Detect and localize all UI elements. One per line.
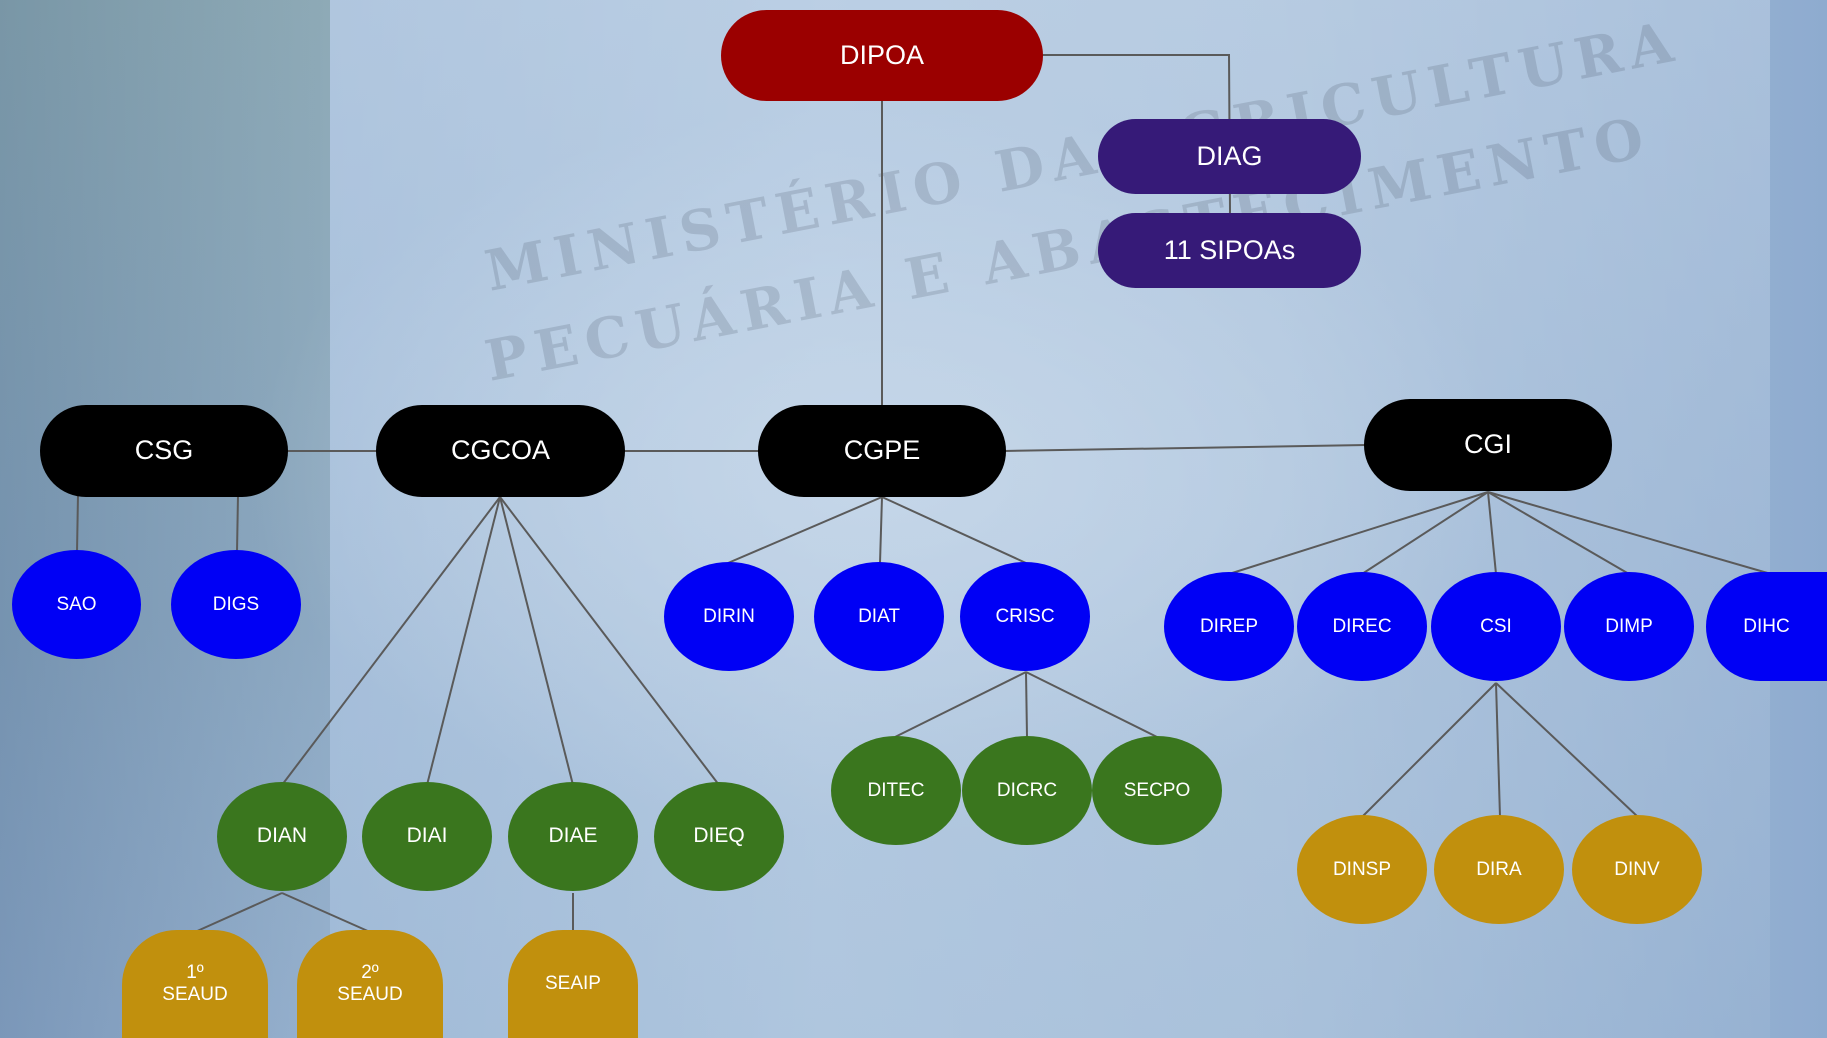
node-secpo: SECPO: [1092, 736, 1222, 845]
connector-cgi-direc: [1361, 491, 1489, 575]
node-crisc: CRISC: [960, 562, 1090, 671]
node-dihc: DIHC: [1706, 572, 1827, 681]
connector-cgi-dihc: [1487, 491, 1772, 575]
node-dicrc: DICRC: [962, 736, 1092, 845]
node-diag: DIAG: [1098, 119, 1361, 194]
node-csi: CSI: [1431, 572, 1561, 681]
node-seaud-1: 1º SEAUD: [122, 930, 268, 1038]
node-dinsp: DINSP: [1297, 815, 1427, 924]
node-direp: DIREP: [1164, 572, 1294, 681]
connector-cgi-direp: [1228, 491, 1489, 575]
connector-cgi-dimp: [1487, 491, 1630, 575]
connector-crisc-dicrc: [1025, 671, 1028, 738]
connector-cgcoa-diai: [426, 496, 501, 786]
node-seaip: SEAIP: [508, 930, 638, 1038]
node-dipoa: DIPOA: [721, 10, 1043, 101]
node-direc: DIREC: [1297, 572, 1427, 681]
connector-crisc-secpo: [1025, 671, 1158, 738]
node-digs: DIGS: [171, 550, 301, 659]
node-cgi: CGI: [1364, 399, 1612, 491]
node-csg: CSG: [40, 405, 288, 497]
node-ditec: DITEC: [831, 736, 961, 845]
connector-csg-digs: [236, 494, 239, 553]
connector-cgpe-crisc: [881, 496, 1027, 564]
connector-dian-seaud2: [281, 892, 371, 933]
connector-crisc-ditec: [894, 671, 1027, 738]
node-dira: DIRA: [1434, 815, 1564, 924]
node-sao: SAO: [12, 550, 141, 659]
connector-dian-seaud1: [194, 892, 283, 933]
node-dieq: DIEQ: [654, 782, 784, 891]
node-cgcoa: CGCOA: [376, 405, 625, 497]
node-dian: DIAN: [217, 782, 347, 891]
node-diat: DIAT: [814, 562, 944, 671]
connector-cgpe-cgi: [1003, 444, 1367, 452]
node-dirin: DIRIN: [664, 562, 794, 671]
node-seaud-2: 2º SEAUD: [297, 930, 443, 1038]
connector-csg-sao: [76, 494, 79, 553]
node-diai: DIAI: [362, 782, 492, 891]
node-sipoas: 11 SIPOAs: [1098, 213, 1361, 288]
connector-cgpe-dirin: [727, 496, 883, 564]
node-diae: DIAE: [508, 782, 638, 891]
connector-csi-dira: [1495, 682, 1501, 818]
connector-cgcoa-dieq: [499, 496, 720, 786]
connector-cgcoa-diae: [499, 496, 574, 786]
connector-cgpe-diat: [879, 496, 883, 564]
connector-csi-dinsp: [1361, 682, 1497, 818]
node-cgpe: CGPE: [758, 405, 1006, 497]
node-dinv: DINV: [1572, 815, 1702, 924]
connector-cgi-csi: [1487, 491, 1497, 575]
node-dimp: DIMP: [1564, 572, 1694, 681]
connector-cgcoa-dian: [281, 496, 501, 786]
connector-csi-dinv: [1495, 682, 1639, 818]
